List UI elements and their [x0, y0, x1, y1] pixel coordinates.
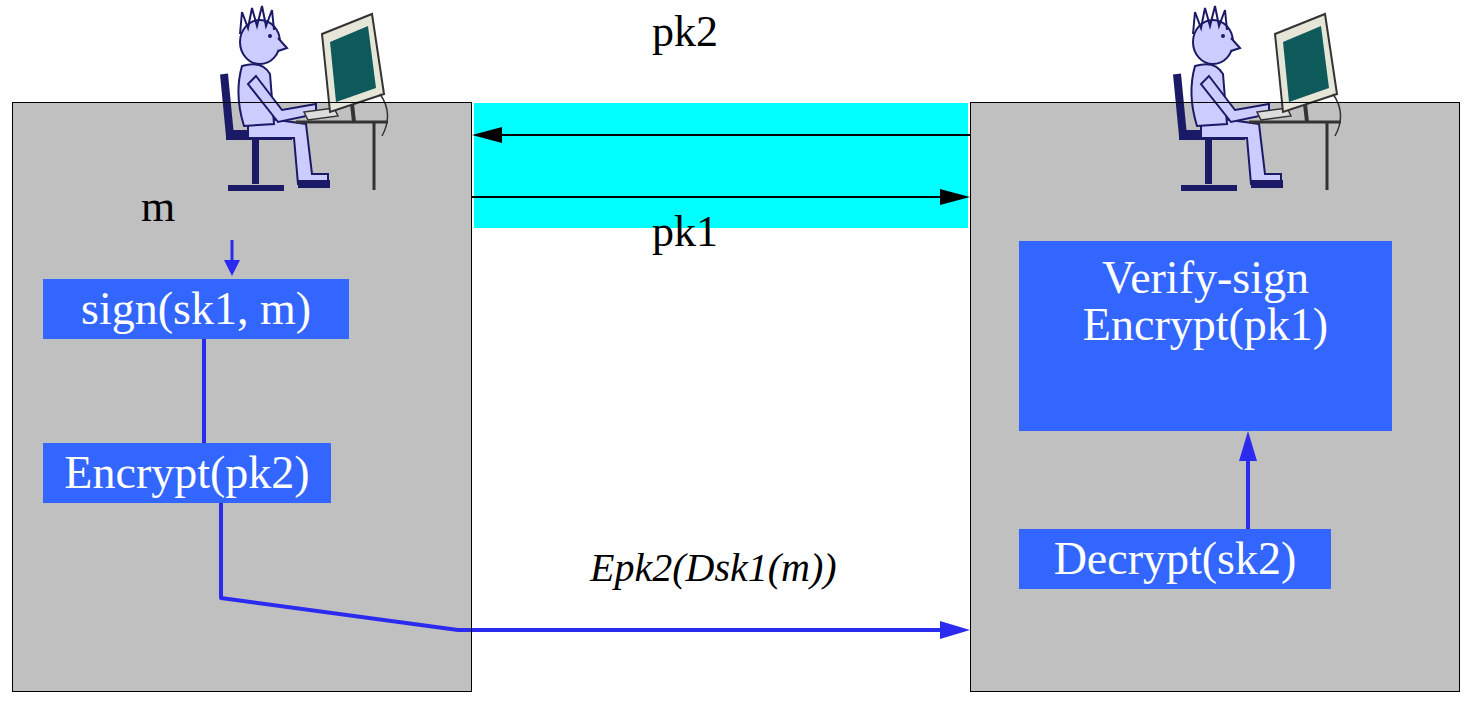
box-label: Encrypt(pk2): [64, 450, 309, 497]
process-box: Decrypt(sk2): [1019, 529, 1331, 589]
message-label: m: [141, 185, 175, 229]
input-arrowhead: [224, 260, 240, 276]
process-box: sign(sk1, m): [43, 279, 349, 339]
user-figure: [1177, 6, 1341, 190]
key-label: pk1: [652, 210, 718, 254]
channel-band: [474, 103, 968, 228]
connector-arrow: [472, 196, 962, 198]
input-arrow: [231, 240, 234, 262]
connector-arrow: [202, 339, 206, 443]
box-label: Decrypt(sk2): [1054, 536, 1297, 583]
party-panel: Verify-sign Encrypt(pk1) Decrypt(sk2): [970, 102, 1460, 692]
connector-arrow: [480, 134, 970, 136]
box-label: sign(sk1, m): [81, 286, 311, 333]
key-label: pk2: [652, 10, 718, 54]
box-label: Verify-sign Encrypt(pk1): [1027, 255, 1384, 349]
connector-arrow: [221, 503, 962, 630]
process-box: Verify-sign Encrypt(pk1): [1019, 241, 1392, 431]
ciphertext-label: Epk2(Dsk1(m)): [590, 548, 837, 588]
process-box: Encrypt(pk2): [43, 443, 331, 503]
connector-arrow: [1246, 439, 1250, 529]
party-panel: m sign(sk1, m) Encrypt(pk2): [12, 102, 472, 692]
user-figure: [224, 6, 388, 190]
